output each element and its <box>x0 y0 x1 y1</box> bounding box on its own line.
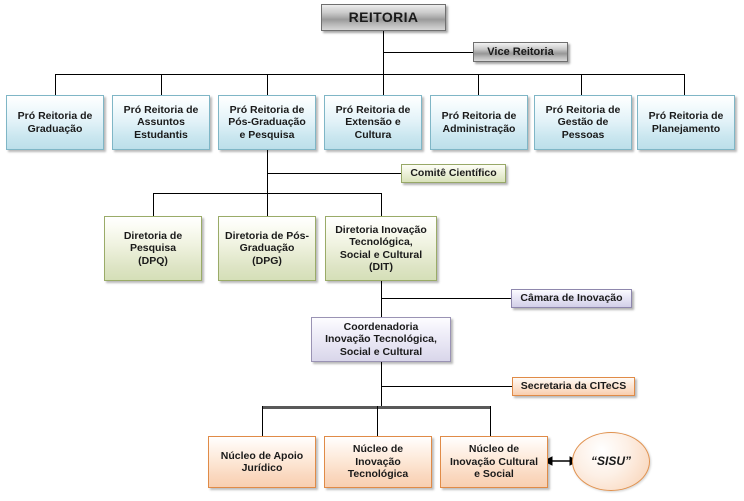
node-comite-cientifico-label: Comitê Científico <box>410 167 497 180</box>
connector-drop-pro-3 <box>267 74 268 95</box>
node-vice-reitoria[interactable]: Vice Reitoria <box>473 42 568 62</box>
connector-drop-pro-2 <box>161 74 162 95</box>
connector-drop-dir-2 <box>267 193 268 216</box>
node-comite-cientifico[interactable]: Comitê Científico <box>401 164 506 183</box>
node-vice-reitoria-label: Vice Reitoria <box>487 45 554 58</box>
connector-posgrad-trunk <box>267 150 268 193</box>
node-secretaria-citecs-label: Secretaria da CITeCS <box>520 380 627 393</box>
connector-coord-to-secretaria <box>381 386 512 387</box>
connector-root-to-vice <box>383 52 473 53</box>
node-secretaria-citecs[interactable]: Secretaria da CITeCS <box>512 377 635 396</box>
connector-drop-nucleo-1 <box>262 406 263 436</box>
connector-drop-dir-1 <box>153 193 154 216</box>
connector-proreitoria-bus <box>55 74 684 75</box>
connector-drop-pro-7 <box>684 74 685 95</box>
node-sisu[interactable]: “SISU” <box>572 432 650 491</box>
connector-drop-nucleo-2 <box>377 406 378 436</box>
node-diretoria-pos-graduacao-label: Diretoria de Pós-Graduação(DPG) <box>224 229 310 267</box>
connector-drop-pro-1 <box>55 74 56 95</box>
connector-trunk-to-comite <box>267 173 401 174</box>
node-reitoria[interactable]: REITORIA <box>321 4 446 31</box>
connector-dit-trunk <box>381 281 382 317</box>
connector-drop-pro-5 <box>478 74 479 95</box>
node-camara-inovacao-label: Câmara de Inovação <box>520 292 623 305</box>
connector-drop-pro-4 <box>383 74 384 95</box>
node-sisu-label: “SISU” <box>590 454 631 469</box>
node-reitoria-label: REITORIA <box>348 9 419 26</box>
connector-drop-nucleo-3 <box>490 406 491 436</box>
double-arrow-icon <box>545 456 577 466</box>
connector-drop-dir-3 <box>381 193 382 216</box>
connector-coordenadoria-trunk <box>381 362 382 408</box>
connector-nucleo-bus <box>262 406 491 409</box>
node-diretoria-pos-graduacao[interactable]: Diretoria de Pós-Graduação(DPG) <box>218 216 316 281</box>
node-camara-inovacao[interactable]: Câmara de Inovação <box>511 289 632 308</box>
connector-drop-pro-6 <box>581 74 582 95</box>
connector-dit-to-camara <box>381 298 511 299</box>
